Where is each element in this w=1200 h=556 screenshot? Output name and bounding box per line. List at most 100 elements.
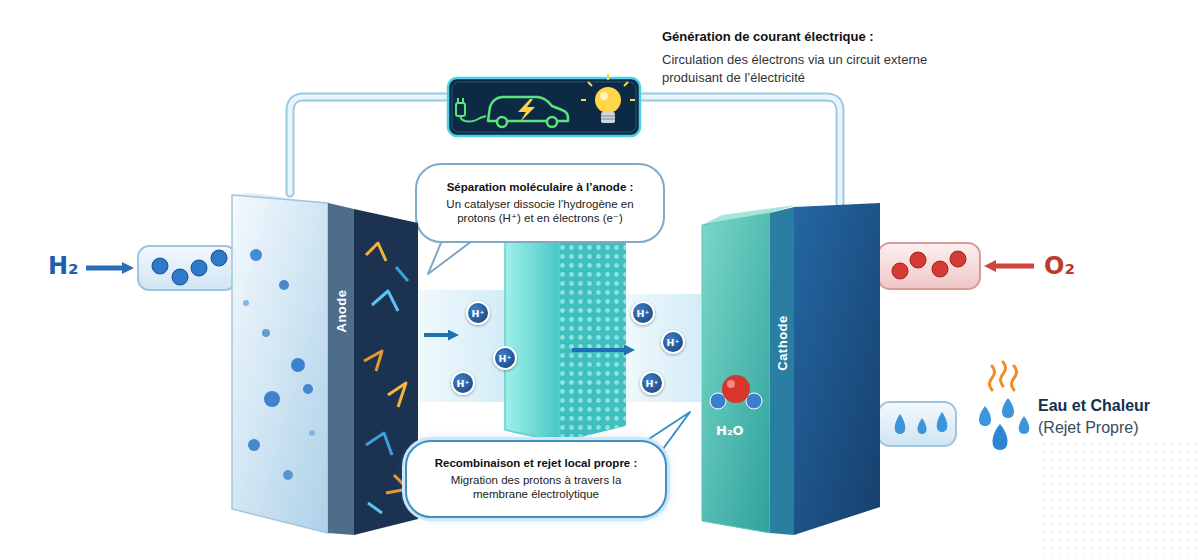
text-label: Génération de courant électrique : bbox=[662, 29, 874, 44]
wire-core bbox=[290, 97, 840, 203]
water-drop bbox=[937, 412, 948, 432]
water-drop bbox=[979, 406, 991, 426]
bulb-glass bbox=[595, 87, 621, 113]
hydrogen-molecule bbox=[152, 258, 168, 274]
anode-plate-shape bbox=[226, 193, 422, 537]
callout-body: Migration des protons à travers la membr… bbox=[423, 473, 649, 503]
circle-shape bbox=[722, 375, 750, 403]
inlet-arrow bbox=[994, 264, 1034, 269]
circle-shape bbox=[250, 249, 262, 261]
polyline-shape bbox=[366, 243, 386, 261]
polyline-shape bbox=[364, 351, 382, 371]
line-shape bbox=[630, 99, 635, 101]
circle-shape bbox=[291, 358, 305, 372]
hydrogen-molecule bbox=[191, 260, 207, 276]
text-label: Circulation des électrons via un circuit… bbox=[662, 51, 934, 86]
water-drop bbox=[1002, 398, 1014, 418]
line-shape bbox=[581, 99, 586, 101]
heat-wave bbox=[1012, 366, 1017, 390]
callout-bubble: Séparation moléculaire à l’anode :Un cat… bbox=[415, 163, 665, 243]
callout-heading: Séparation moléculaire à l’anode : bbox=[447, 180, 634, 195]
water-outlet bbox=[878, 362, 1029, 450]
proton-channel bbox=[418, 290, 506, 402]
ion-symbol: H⁺ bbox=[637, 308, 650, 319]
callout-bubble: Recombinaison et rejet local propre : Mig… bbox=[405, 440, 667, 518]
bulb-thread bbox=[601, 115, 615, 116]
circuit-wire bbox=[290, 97, 840, 203]
bulb-thread bbox=[601, 118, 615, 119]
proton-circle: H⁺ bbox=[493, 346, 517, 370]
bulb-base bbox=[601, 112, 615, 123]
plug-cable bbox=[460, 116, 486, 122]
electrolyte-membrane bbox=[418, 222, 701, 442]
circle-shape bbox=[303, 384, 313, 394]
polyline-shape bbox=[366, 433, 392, 455]
electrode-name: Cathode bbox=[775, 315, 790, 371]
circle-shape bbox=[727, 380, 735, 388]
hydrogen-pipe bbox=[138, 246, 236, 290]
ion-symbol: H⁺ bbox=[667, 337, 680, 348]
hydrogen-molecule bbox=[211, 250, 227, 266]
lightning-bolt bbox=[518, 99, 535, 122]
icon-panel-inner bbox=[452, 82, 636, 132]
heat-wave bbox=[1001, 362, 1006, 386]
ion-symbol: H⁺ bbox=[499, 353, 512, 364]
car-wheel bbox=[497, 117, 507, 127]
circle-shape bbox=[262, 329, 270, 337]
polyline-shape bbox=[388, 383, 406, 407]
text-label: O₂ bbox=[1044, 252, 1075, 280]
icon-panel bbox=[448, 74, 640, 136]
water-drop bbox=[993, 424, 1008, 450]
ion-symbol: H⁺ bbox=[457, 378, 470, 389]
polyline-shape bbox=[372, 291, 398, 311]
proton-channel bbox=[625, 294, 701, 402]
text-label: (Rejet Propre) bbox=[1038, 419, 1138, 437]
plug-prong bbox=[462, 98, 464, 103]
oxygen-molecule bbox=[892, 263, 908, 279]
oxygen-molecule bbox=[932, 261, 948, 277]
plug-prong bbox=[457, 98, 459, 103]
text-label: Eau et Chaleur bbox=[1038, 397, 1150, 415]
water-drop bbox=[895, 414, 906, 434]
circle-shape bbox=[248, 439, 260, 451]
electrode-plate: Cathode bbox=[698, 203, 884, 537]
oxygen-molecule bbox=[950, 251, 966, 267]
polygon-shape bbox=[232, 195, 328, 533]
heat-wave bbox=[990, 366, 995, 390]
oxygen-inlet bbox=[878, 243, 1034, 289]
proton-circle: H⁺ bbox=[661, 330, 685, 354]
proton-circle: H⁺ bbox=[466, 301, 490, 325]
membrane-pores bbox=[560, 222, 626, 442]
polygon-shape bbox=[770, 207, 794, 535]
proton-arrow bbox=[572, 348, 626, 352]
water-pipe bbox=[878, 402, 956, 446]
proton-circle: H⁺ bbox=[640, 371, 664, 395]
polyline-shape bbox=[368, 503, 382, 513]
callout-heading: Recombinaison et rejet local propre : bbox=[435, 456, 638, 471]
car-wheel bbox=[547, 117, 557, 127]
circle-shape bbox=[243, 300, 249, 306]
ion-symbol: H⁺ bbox=[472, 308, 485, 319]
proton-circle: H⁺ bbox=[451, 371, 475, 395]
proton-circle: H⁺ bbox=[631, 301, 655, 325]
dot-texture bbox=[1040, 440, 1200, 556]
polygon-shape bbox=[794, 203, 880, 535]
text-label: H₂O bbox=[716, 423, 744, 438]
cathode-plate-shape bbox=[698, 203, 884, 537]
wire-casing bbox=[290, 97, 840, 203]
oxygen-molecule bbox=[910, 252, 926, 268]
polygon-shape bbox=[702, 213, 770, 533]
text-label: H₂ bbox=[48, 252, 79, 280]
hydrogen-molecule bbox=[172, 269, 188, 285]
circle-shape bbox=[264, 391, 280, 407]
line-shape bbox=[588, 82, 592, 86]
electrode-plate: Anode bbox=[226, 193, 422, 537]
membrane-front bbox=[505, 222, 560, 442]
water-drop bbox=[1019, 416, 1030, 434]
bulb-highlight bbox=[600, 92, 608, 100]
polygon-shape bbox=[328, 203, 354, 535]
water-drop bbox=[918, 418, 927, 434]
plug-icon bbox=[456, 103, 465, 116]
line-shape bbox=[624, 82, 628, 86]
